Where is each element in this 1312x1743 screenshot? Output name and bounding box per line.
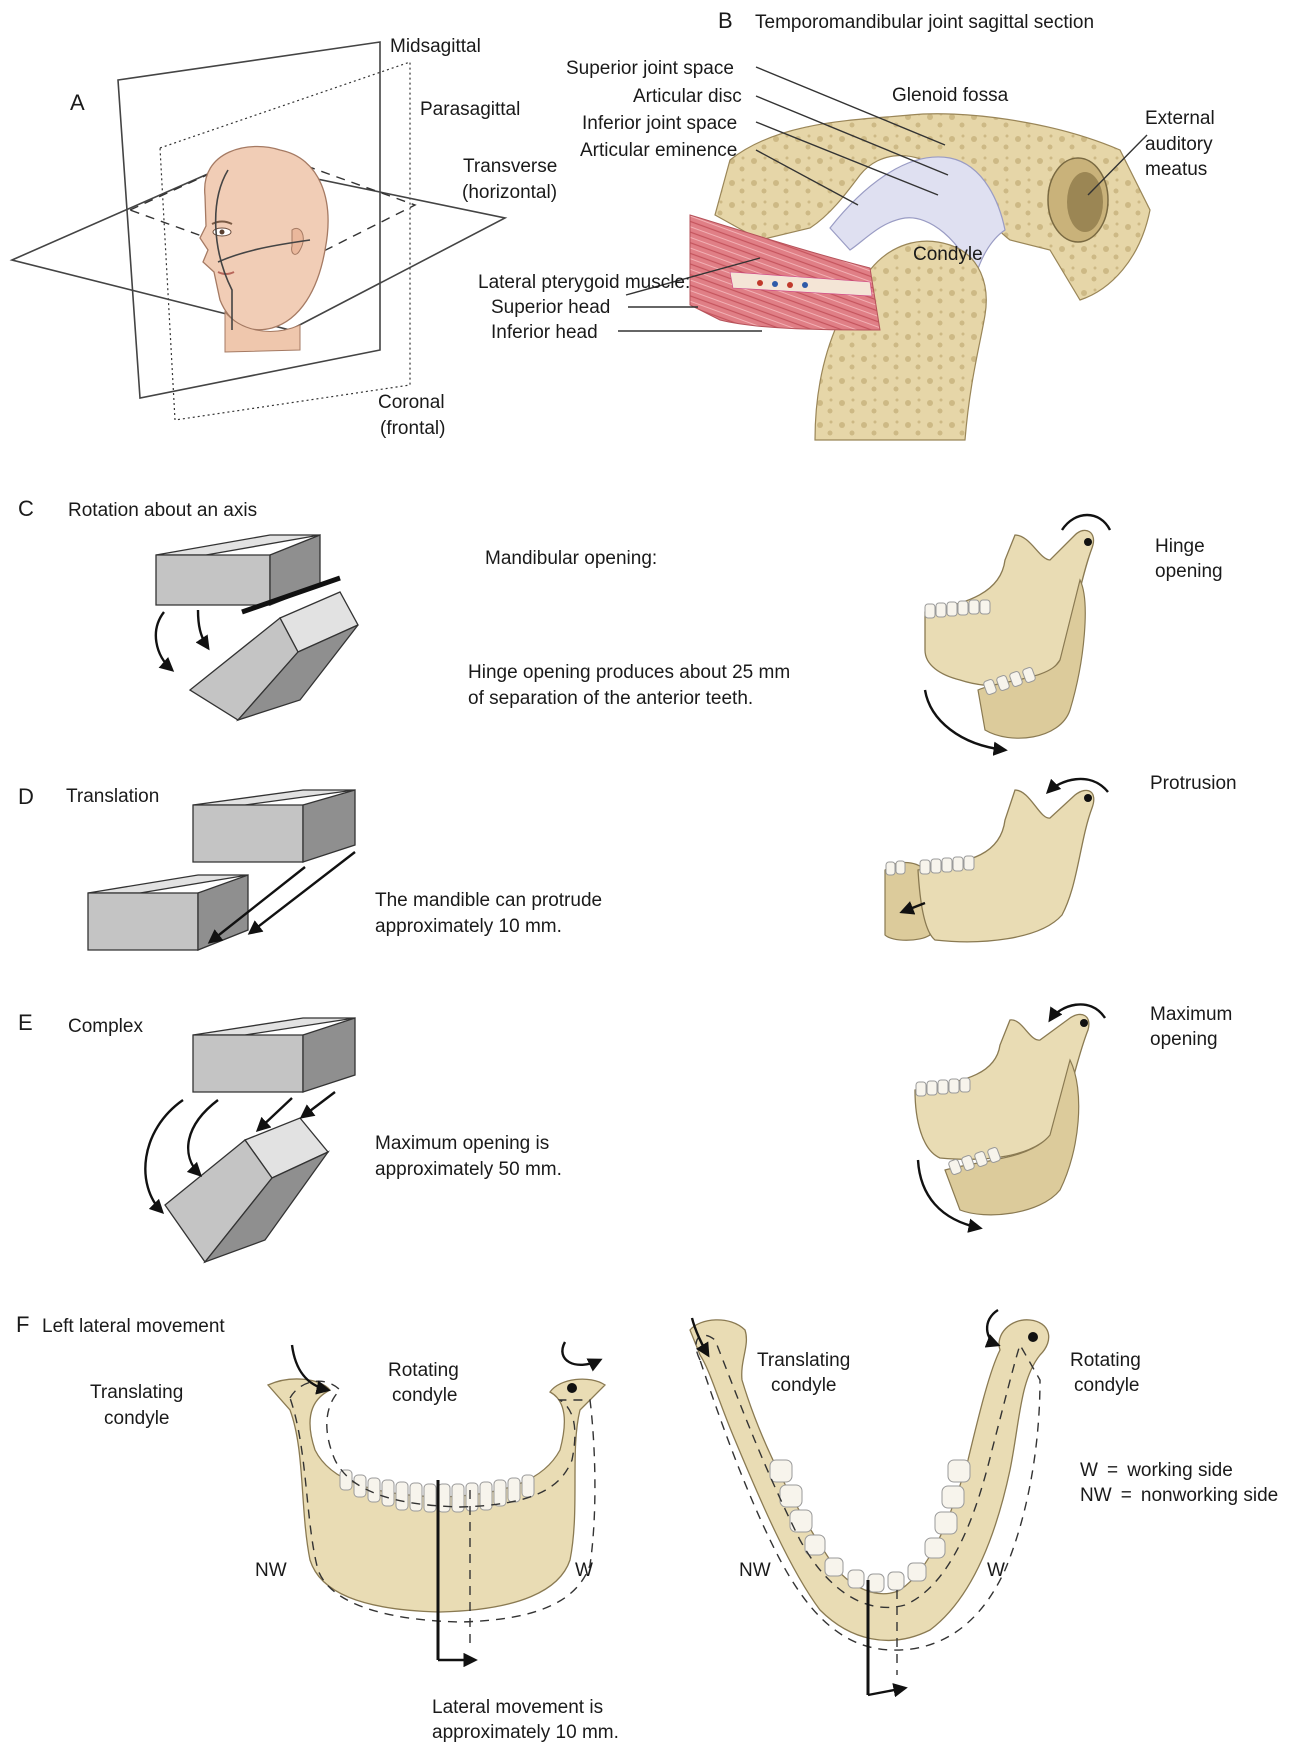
panel-f-caption-2: approximately 10 mm. (432, 1722, 619, 1743)
occlusal-rotating-label-2: condyle (1074, 1375, 1140, 1396)
label-inferior-joint-space: Inferior joint space (582, 113, 737, 134)
front-translating-label: Translating (90, 1382, 183, 1403)
panel-c-title: Rotation about an axis (68, 500, 257, 521)
mandible-max-opening-illustration (915, 1014, 1089, 1214)
max-opening-label: Maximum (1150, 1004, 1232, 1025)
hinge-opening-label-2: opening (1155, 561, 1223, 582)
legend-nonworking-side: NW = nonworking side (1080, 1485, 1278, 1506)
front-nw-label: NW (255, 1560, 287, 1581)
panel-d-title: Translation (66, 786, 159, 807)
tmj-illustration (690, 114, 1150, 440)
max-opening-label-2: opening (1150, 1029, 1218, 1050)
panel-b-title: Temporomandibular joint sagittal section (755, 12, 1094, 33)
rotation-arrow-1 (156, 612, 172, 670)
front-rotating-label: Rotating (388, 1360, 459, 1381)
panel-f-caption-1: Lateral movement is (432, 1697, 603, 1718)
label-parasagittal: Parasagittal (420, 99, 520, 120)
label-external-auditory-3: meatus (1145, 159, 1207, 180)
panel-d: D Translation The mandible can protrude … (18, 773, 1237, 950)
label-superior-joint-space: Superior joint space (566, 58, 734, 79)
panel-f-title: Left lateral movement (42, 1316, 225, 1337)
legend-working-side: W = working side (1080, 1460, 1233, 1481)
panel-f: F Left lateral movement (16, 1310, 1278, 1743)
front-w-label: W (575, 1560, 593, 1581)
label-coronal-alt: (frontal) (380, 418, 445, 439)
label-articular-disc: Articular disc (633, 86, 742, 107)
front-rotating-label-2: condyle (392, 1385, 458, 1406)
panel-c-caption-1: Hinge opening produces about 25 mm (468, 662, 790, 683)
panel-c-letter: C (18, 496, 34, 521)
label-external-auditory: External (1145, 108, 1215, 129)
panel-e: E Complex Maximum opening is approximate… (18, 1004, 1232, 1262)
panel-a: A Midsagittal Parasagittal Transverse (h… (12, 36, 557, 439)
protrusion-condyle-arrow (1048, 779, 1108, 792)
block-rotation-bottom (190, 592, 358, 720)
panel-f-letter: F (16, 1312, 29, 1337)
label-transverse: Transverse (463, 156, 557, 177)
label-condyle: Condyle (913, 244, 983, 265)
complex-arrow-4 (302, 1092, 335, 1117)
label-midsagittal: Midsagittal (390, 36, 481, 57)
panel-e-caption-2: approximately 50 mm. (375, 1159, 562, 1180)
occlusal-rotating-arrow (987, 1310, 998, 1345)
panel-e-caption-1: Maximum opening is (375, 1133, 549, 1154)
label-inferior-head: Inferior head (491, 322, 598, 343)
panel-d-caption-1: The mandible can protrude (375, 890, 602, 911)
panel-b: B Temporomandibular joint sagittal secti… (478, 8, 1215, 440)
occlusal-nw-label: NW (739, 1560, 771, 1581)
label-articular-eminence: Articular eminence (580, 140, 737, 161)
translation-arrow-2 (250, 852, 355, 933)
panel-d-letter: D (18, 784, 34, 809)
complex-arrow-2 (188, 1100, 218, 1175)
rotation-arrow-2 (198, 610, 208, 648)
panel-c: C Rotation about an axis Mandibular open… (18, 496, 1223, 750)
front-translating-label-2: condyle (104, 1408, 170, 1429)
occlusal-w-label: W (987, 1560, 1005, 1581)
panel-e-title: Complex (68, 1016, 143, 1037)
occlusal-translating-label: Translating (757, 1350, 850, 1371)
label-glenoid-fossa: Glenoid fossa (892, 85, 1009, 106)
label-external-auditory-2: auditory (1145, 134, 1213, 155)
front-rotating-arrow (562, 1342, 600, 1365)
panel-a-letter: A (70, 90, 85, 115)
protrusion-label: Protrusion (1150, 773, 1237, 794)
block-translation-bottom (88, 875, 248, 950)
panel-c-caption-2: of separation of the anterior teeth. (468, 688, 753, 709)
label-coronal: Coronal (378, 392, 445, 413)
occlusal-lateral-arrow (868, 1688, 905, 1695)
block-translation-top (193, 790, 355, 862)
head-illustration (200, 146, 328, 352)
occlusal-translating-label-2: condyle (771, 1375, 837, 1396)
panel-b-letter: B (718, 8, 733, 33)
panel-e-letter: E (18, 1010, 33, 1035)
label-transverse-alt: (horizontal) (462, 182, 557, 203)
hinge-opening-label: Hinge (1155, 536, 1205, 557)
label-superior-head: Superior head (491, 297, 610, 318)
mandible-hinge-illustration (925, 530, 1094, 738)
occlusal-rotating-label: Rotating (1070, 1350, 1141, 1371)
panel-c-heading: Mandibular opening: (485, 548, 657, 569)
panel-d-caption-2: approximately 10 mm. (375, 916, 562, 937)
mandible-protrusion-illustration (885, 790, 1094, 942)
block-complex-top (193, 1018, 355, 1092)
label-lateral-pterygoid: Lateral pterygoid muscle: (478, 272, 690, 293)
hinge-condyle-arrow (1062, 515, 1110, 530)
